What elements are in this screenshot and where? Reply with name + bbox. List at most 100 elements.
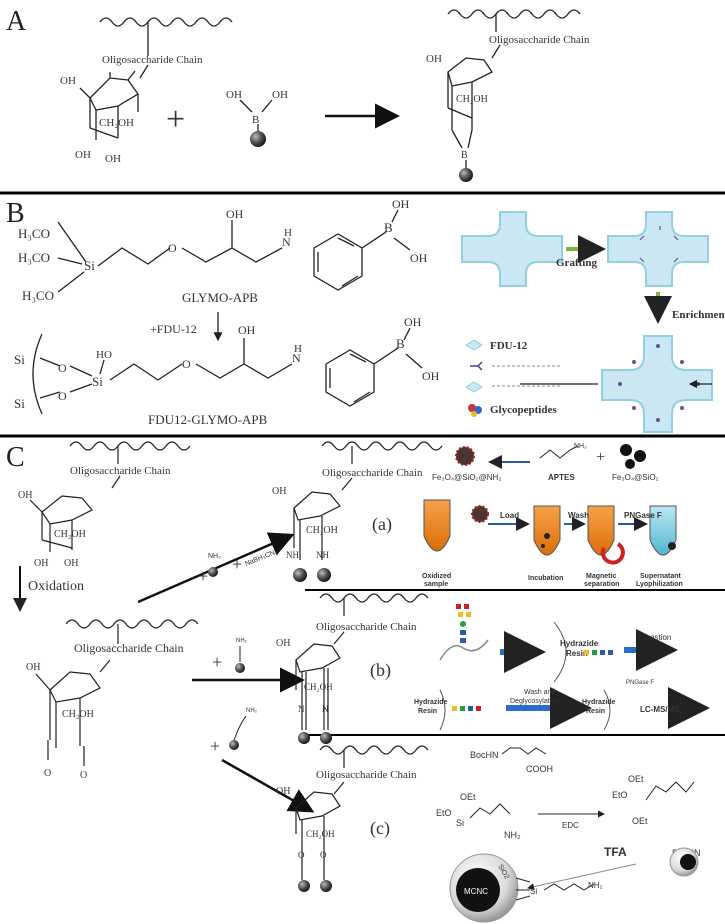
oh-b-3: OH [410, 251, 428, 265]
sugar-c1-chain-label: Oligosaccharide Chain [70, 465, 171, 477]
fe-nh2-label: Fe₃O₄@SiO₂@NH₂ [432, 473, 501, 482]
sugar-product-c [295, 745, 429, 880]
tube-2 [533, 505, 561, 556]
sub-label-a: (a) [372, 514, 392, 535]
wash-label: Wash [568, 511, 589, 520]
glymo-apb-label: GLYMO-APB [182, 290, 258, 305]
sugar-pb-n-1: N [298, 704, 305, 714]
bead-reagent-c [229, 740, 239, 750]
scheme-c: BocHN COOH EtO OEt Si NH₂ EDC EtO OEt OE… [436, 747, 701, 923]
plus-fdu-label: +FDU-12 [150, 322, 197, 336]
sugar-pa-nh-2: NH [316, 550, 329, 560]
sugar-a-oh-3: OH [105, 153, 121, 165]
sugar-c2-oh: OH [26, 662, 40, 673]
sugar-a-ch2oh: CH₂OH [99, 117, 134, 129]
sugar-c1-oh-2: OH [34, 558, 48, 569]
sugar-pb-chain-label: Oligosaccharide Chain [316, 621, 417, 633]
eto-label-2: EtO [612, 790, 628, 800]
oet-label-1: OEt [460, 792, 476, 802]
si-b-3: Si [14, 396, 25, 411]
oh-b-6: OH [422, 369, 440, 383]
ho-b: HO [96, 349, 112, 361]
bead-reagent-a [208, 567, 218, 577]
sugar-c1-ch2oh: CH₂OH [54, 529, 86, 540]
aptes-label: APTES [548, 473, 575, 482]
bead-a-1 [250, 131, 266, 147]
oxidation-label: Oxidation [28, 579, 84, 594]
h3co-3: H₃CO [22, 288, 54, 303]
sugar-product-a [293, 441, 443, 570]
plus-c-c: + [210, 736, 220, 756]
panel-b-letter: B [6, 198, 25, 229]
legend-glycopeptides: Glycopeptides [490, 404, 557, 416]
si-b-2: Si [14, 352, 25, 367]
glymo-apb-structure [57, 209, 411, 293]
boronic-b: B [252, 114, 259, 126]
boronic-oh: OH [272, 89, 288, 101]
plus-c-a-2: + [232, 554, 242, 574]
sugar-pc-oh: OH [276, 786, 290, 797]
nh2-c-2: NH₂ [588, 881, 603, 890]
pore-diagram-3 [601, 335, 713, 433]
oet-label-3: OEt [632, 816, 648, 826]
boronic-ho: OH [226, 89, 242, 101]
sugar-pa-nh-1: NH [286, 550, 299, 560]
legend-b: FDU-12 Glycopeptides [465, 339, 560, 417]
plus-c-b: + [212, 652, 222, 672]
sugar-pc-o-1: O [298, 850, 305, 860]
sugar-pa-oh: OH [272, 486, 286, 497]
o-b-3: O [58, 389, 67, 403]
o-b-2: O [58, 361, 67, 375]
fdu12-glymo-apb-structure [32, 327, 423, 415]
plus-c-a-1: + [198, 566, 208, 586]
pore-diagram-2 [607, 211, 709, 287]
sugar-c2-o-2: O [80, 770, 87, 781]
lcms-label: LC-MS/MS [640, 705, 680, 714]
b-b-2: B [396, 336, 405, 351]
sub-label-c: (c) [370, 818, 390, 839]
plus-aptes: + [596, 449, 605, 466]
bead-pb-1 [298, 732, 310, 744]
tube-3 [587, 505, 625, 565]
bead-pc-2 [320, 880, 332, 892]
nh2-aptes: NH₂ [574, 443, 587, 450]
h3co-2: H₃CO [18, 250, 50, 265]
sugar-pc-ch2oh: CH₂OH [306, 829, 335, 839]
bochn-label-1: BocHN [470, 750, 499, 760]
sugar-a-oh-1: OH [60, 75, 76, 87]
incubation-label: Incubation [528, 575, 563, 582]
n-b-1: N [282, 235, 291, 249]
nh2-reagent-b: NH₂ [236, 638, 248, 644]
oh-b-5: OH [404, 315, 422, 329]
panel-a: A Oligosaccharide Chain OH CH₂OH OH OH + [6, 6, 590, 182]
sugar-pb-n-2: N [322, 704, 329, 714]
digestion-label: Digestion [638, 633, 671, 642]
mcnc-label: MCNC [464, 887, 488, 896]
si-c-2: Si [530, 887, 537, 896]
boronic-acid [239, 99, 273, 132]
pore-diagram-1 [461, 211, 563, 287]
panel-a-letter: A [6, 6, 27, 37]
mcnc-core [456, 868, 500, 912]
panel-c: C Oligosaccharide Chain OH CH₂OH OH OH O… [6, 441, 710, 923]
eto-label-1: EtO [436, 808, 452, 818]
sugar-c-oxidized [35, 619, 199, 766]
sugar-pb-oh: OH [276, 638, 290, 649]
sugar-c2-chain-label: Oligosaccharide Chain [74, 641, 184, 655]
sub-label-b: (b) [370, 660, 391, 681]
bead-pb-2 [320, 732, 332, 744]
sugar-molecule-left [79, 17, 233, 140]
oh-b-4: OH [238, 323, 256, 337]
fdu12-glymo-apb-label: FDU12-GLYMO-APB [148, 412, 268, 427]
nabh3cn-label: NaBH₃CN [244, 550, 276, 568]
sugar-c2-ch2oh: CH₂OH [62, 709, 94, 720]
oh-b-2: OH [392, 197, 410, 211]
sugar-a2-b: B [461, 150, 468, 161]
sphere-small-core [680, 854, 696, 870]
